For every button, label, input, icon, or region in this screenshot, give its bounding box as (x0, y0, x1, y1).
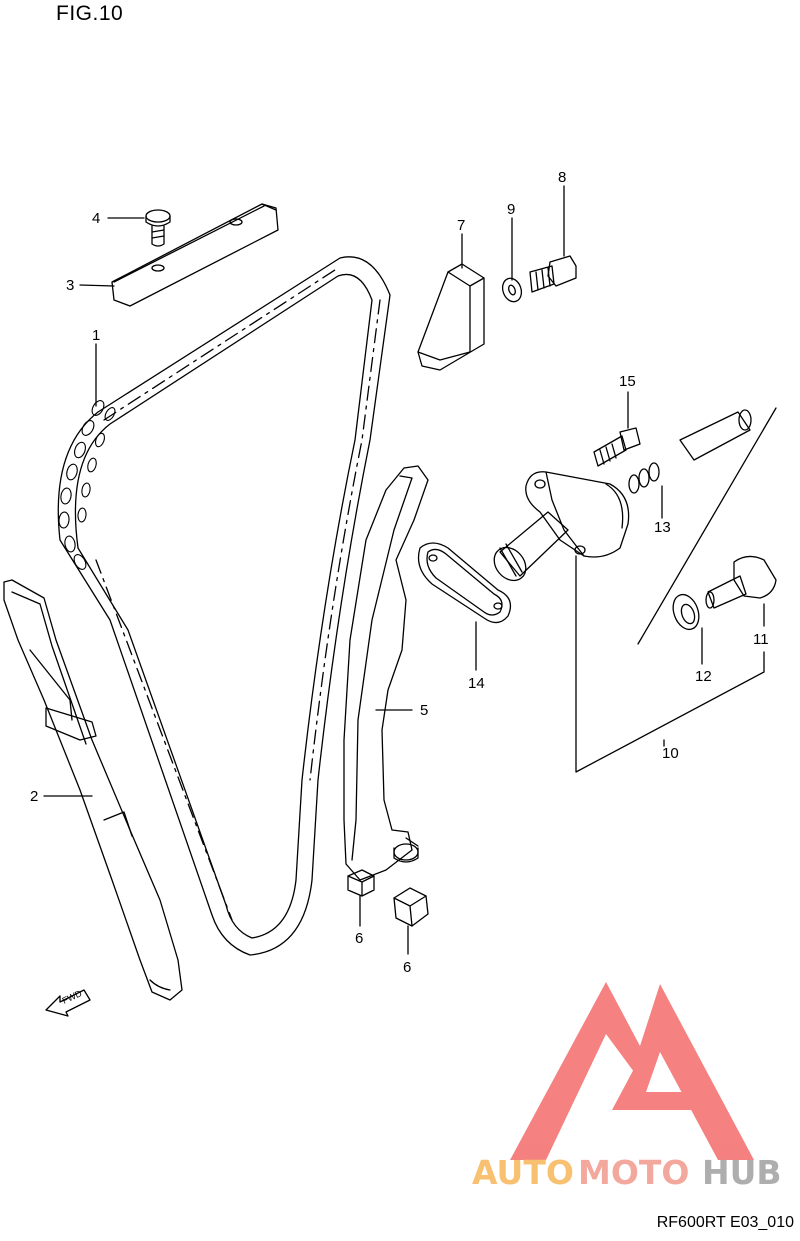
chain-guide-top (111, 203, 279, 307)
brand-moto: MOTO (578, 1153, 689, 1192)
brand-auto: AUTO (472, 1153, 574, 1192)
callout-4: 4 (92, 210, 100, 227)
chain-tensioner-assembly (493, 409, 752, 582)
leader-lines (43, 185, 765, 955)
callout-6-left: 6 (355, 930, 363, 947)
forward-arrow-icon: FWD (45, 988, 91, 1017)
cushion-block (417, 263, 485, 371)
callout-7: 7 (457, 217, 465, 234)
tensioner-bolt (529, 255, 577, 293)
callout-11: 11 (753, 631, 769, 648)
assembly-boundary (637, 407, 777, 645)
guide-cushion-b (393, 887, 429, 927)
spring-cap-bolt (705, 555, 777, 609)
callout-6-right: 6 (403, 959, 411, 976)
automotohub-logo: AUTO MOTO HUB (472, 982, 782, 1192)
figure-title: FIG.10 (56, 2, 124, 25)
callout-12: 12 (695, 668, 712, 685)
drawing-code: RF600RT E03_010 (656, 1214, 794, 1231)
tensioner-mount-bolt (593, 427, 641, 467)
sealing-washer (501, 277, 523, 303)
assembly-bracket (575, 555, 765, 773)
callout-10: 10 (662, 745, 679, 762)
chain-tensioner-guide (343, 465, 429, 881)
tensioner-spring (628, 462, 660, 494)
callout-2: 2 (30, 788, 38, 805)
callout-1: 1 (92, 327, 100, 344)
tensioner-gasket (417, 542, 512, 624)
callouts: 1 2 3 4 5 6 6 7 8 9 10 11 12 13 14 15 (30, 169, 769, 976)
callout-5: 5 (420, 702, 428, 719)
guide-cushion-a (347, 869, 375, 897)
logo-mark-icon (510, 982, 754, 1160)
callout-13: 13 (654, 519, 671, 536)
cam-chain (57, 256, 391, 956)
callout-3: 3 (66, 277, 74, 294)
brand-hub: HUB (702, 1153, 782, 1192)
chain-guide-rear (3, 579, 183, 1001)
callout-9: 9 (507, 201, 515, 218)
cap-gasket (672, 593, 700, 631)
guide-screw (145, 209, 171, 247)
callout-14: 14 (468, 675, 485, 692)
callout-8: 8 (558, 169, 566, 186)
callout-15: 15 (619, 373, 636, 390)
